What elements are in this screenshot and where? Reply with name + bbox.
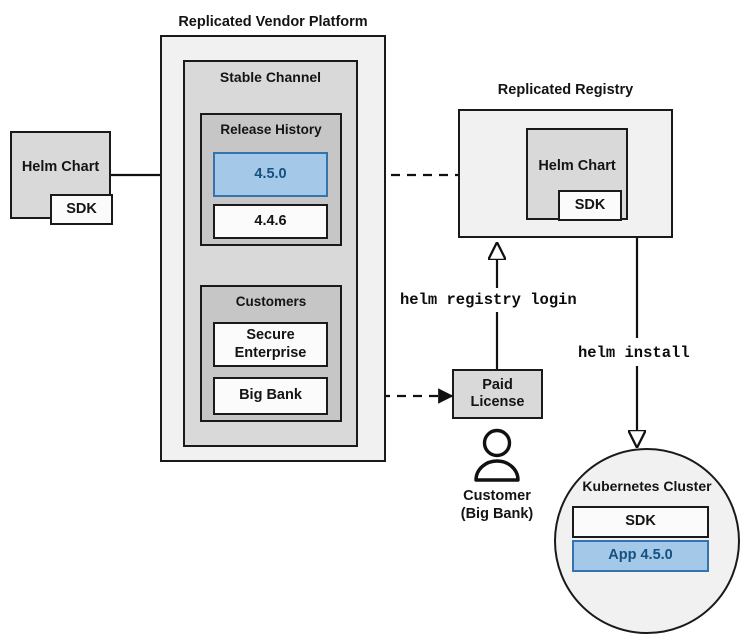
cluster-component-app-label: App 4.5.0 xyxy=(608,547,673,564)
source-helm-chart-label: Helm Chart xyxy=(21,159,100,176)
paid-license-line2: License xyxy=(470,394,525,410)
customer-item-secure-enterprise-line2: Enterprise xyxy=(234,344,307,361)
command-helm-registry-login: helm registry login xyxy=(400,291,577,309)
release-item-4-5-0-label: 4.5.0 xyxy=(254,165,287,182)
registry-sdk-label: SDK xyxy=(574,196,606,213)
release-history-title: Release History xyxy=(220,122,322,137)
customer-item-secure-enterprise[interactable]: Secure Enterprise xyxy=(213,322,328,367)
customer-item-big-bank[interactable]: Big Bank xyxy=(213,377,328,415)
cluster-component-sdk-label: SDK xyxy=(625,513,656,530)
paid-license-box: Paid License xyxy=(452,369,543,419)
registry-helm-chart-label: Helm Chart xyxy=(538,158,616,175)
person-icon xyxy=(474,428,520,482)
command-helm-install: helm install xyxy=(578,344,690,362)
registry-title: Replicated Registry xyxy=(497,82,634,98)
source-sdk-box: SDK xyxy=(50,194,113,225)
release-item-4-4-6-label: 4.4.6 xyxy=(254,212,287,229)
customer-item-big-bank-label: Big Bank xyxy=(239,387,302,404)
stable-channel-title: Stable Channel xyxy=(219,69,322,85)
vendor-platform-title: Replicated Vendor Platform xyxy=(178,14,368,30)
release-item-4-5-0[interactable]: 4.5.0 xyxy=(213,152,328,197)
cluster-component-sdk[interactable]: SDK xyxy=(572,506,709,538)
cluster-component-app[interactable]: App 4.5.0 xyxy=(572,540,709,572)
registry-sdk-box: SDK xyxy=(558,190,622,221)
kubernetes-cluster-title: Kubernetes Cluster xyxy=(582,478,712,494)
source-sdk-label: SDK xyxy=(66,200,97,217)
customer-item-secure-enterprise-line1: Secure xyxy=(246,327,295,344)
release-item-4-4-6[interactable]: 4.4.6 xyxy=(213,204,328,239)
customer-actor-line1: Customer xyxy=(463,488,531,504)
paid-license-line1: Paid xyxy=(482,376,513,393)
customers-title: Customers xyxy=(235,294,307,309)
customer-actor-label: Customer (Big Bank) xyxy=(417,487,577,523)
customer-actor-line2: (Big Bank) xyxy=(460,506,534,523)
